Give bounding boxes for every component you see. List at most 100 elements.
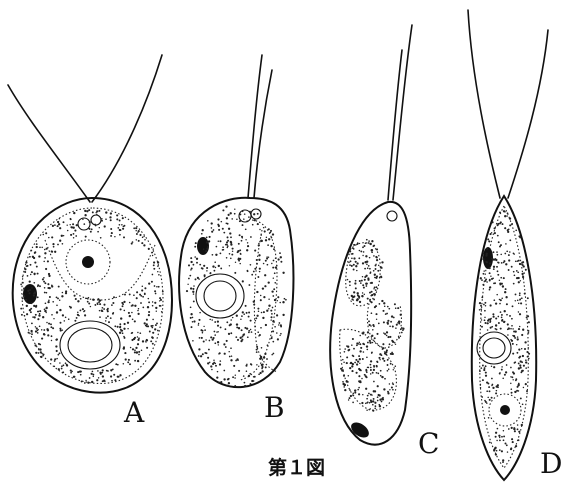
stipple-dot xyxy=(349,284,351,286)
stipple-dot xyxy=(518,328,520,330)
stipple-dot xyxy=(340,368,342,370)
stipple-dot xyxy=(24,315,26,317)
stipple-dot xyxy=(260,234,262,236)
stipple-dot xyxy=(88,209,90,211)
stipple-dot xyxy=(380,266,382,268)
stipple-dot xyxy=(73,212,75,214)
stipple-dot xyxy=(387,336,389,338)
stipple-dot xyxy=(367,279,369,281)
stipple-dot xyxy=(256,364,257,365)
stipple-dot xyxy=(49,287,51,289)
stipple-dot xyxy=(152,301,153,302)
stipple-dot xyxy=(484,367,486,369)
stipple-dot xyxy=(351,370,353,372)
stipple-dot xyxy=(272,307,274,309)
stipple-dot xyxy=(279,335,280,336)
stipple-dot xyxy=(377,400,379,402)
stipple-dot xyxy=(99,299,101,301)
stipple-dot xyxy=(137,310,139,312)
stipple-dot xyxy=(481,296,483,298)
stipple-dot xyxy=(152,255,153,256)
stipple-dot xyxy=(380,375,382,377)
stipple-dot xyxy=(221,221,223,223)
stipple-dot xyxy=(153,268,155,270)
stipple-dot xyxy=(121,224,123,226)
stipple-dot xyxy=(110,219,112,221)
stipple-dot xyxy=(516,344,517,345)
stipple-dot xyxy=(73,237,75,239)
stipple-dot xyxy=(376,333,378,335)
stipple-dot xyxy=(222,209,224,211)
stipple-dot xyxy=(61,235,63,237)
stipple-dot xyxy=(503,277,505,279)
stipple-dot xyxy=(65,290,67,292)
stipple-dot xyxy=(512,305,514,307)
stipple-dot xyxy=(23,294,25,296)
stipple-dot xyxy=(144,287,146,289)
stipple-dot xyxy=(142,296,144,298)
stipple-dot xyxy=(523,272,525,274)
stipple-dot xyxy=(51,340,52,341)
stipple-dot xyxy=(241,339,243,341)
stipple-dot xyxy=(216,376,218,378)
stipple-dot xyxy=(260,327,262,329)
stipple-dot xyxy=(34,316,36,318)
cell-b: B xyxy=(179,55,293,424)
stipple-dot xyxy=(259,229,260,230)
stipple-dot xyxy=(199,264,201,266)
stipple-dot xyxy=(384,378,386,380)
stipple-dot xyxy=(194,256,196,258)
cell-d: D xyxy=(468,10,562,480)
stipple-dot xyxy=(138,354,140,356)
stipple-dot xyxy=(349,247,351,249)
stipple-dot xyxy=(90,306,91,307)
stipple-dot xyxy=(524,341,526,343)
stipple-dot xyxy=(347,279,348,280)
stipple-dot xyxy=(360,250,362,252)
stipple-dot xyxy=(511,266,513,268)
stipple-dot xyxy=(395,344,396,345)
stipple-dot xyxy=(501,317,503,319)
stipple-dot xyxy=(229,253,231,255)
stipple-dot xyxy=(510,367,512,369)
stipple-dot xyxy=(275,257,277,259)
stipple-dot xyxy=(226,340,228,342)
stipple-dot xyxy=(213,229,215,231)
stipple-dot xyxy=(496,266,498,268)
stipple-dot xyxy=(360,282,362,284)
stipple-dot xyxy=(493,449,495,451)
stipple-dot xyxy=(24,271,26,273)
stipple-dot xyxy=(57,354,59,356)
stipple-dot xyxy=(99,316,101,318)
stipple-dot xyxy=(39,310,41,312)
stipple-dot xyxy=(134,305,136,307)
stipple-dot xyxy=(259,372,261,374)
stipple-dot xyxy=(104,381,105,382)
stipple-dot xyxy=(502,223,504,225)
stipple-dot xyxy=(487,397,489,399)
stipple-dot xyxy=(131,339,133,341)
stipple-dot xyxy=(366,409,367,410)
stipple-dot xyxy=(366,349,368,351)
stipple-dot xyxy=(137,332,138,333)
stipple-dot xyxy=(480,308,482,310)
stipple-dot xyxy=(246,220,247,221)
cell-a-pyrenoid-inner xyxy=(68,328,112,362)
stipple-dot xyxy=(249,373,251,375)
stipple-dot xyxy=(511,318,513,320)
stipple-dot xyxy=(362,358,364,360)
stipple-dot xyxy=(499,449,501,451)
panel-label-b: B xyxy=(264,391,285,424)
stipple-dot xyxy=(270,316,272,318)
stipple-dot xyxy=(389,383,390,384)
stipple-dot xyxy=(248,375,250,377)
stipple-dot xyxy=(273,277,274,278)
stipple-dot xyxy=(110,228,112,230)
stipple-dot xyxy=(132,318,134,320)
stipple-dot xyxy=(152,337,154,339)
stipple-dot xyxy=(361,295,363,297)
stipple-dot xyxy=(92,299,94,301)
stipple-dot xyxy=(250,329,251,330)
stipple-dot xyxy=(280,324,282,326)
stipple-dot xyxy=(257,213,259,215)
